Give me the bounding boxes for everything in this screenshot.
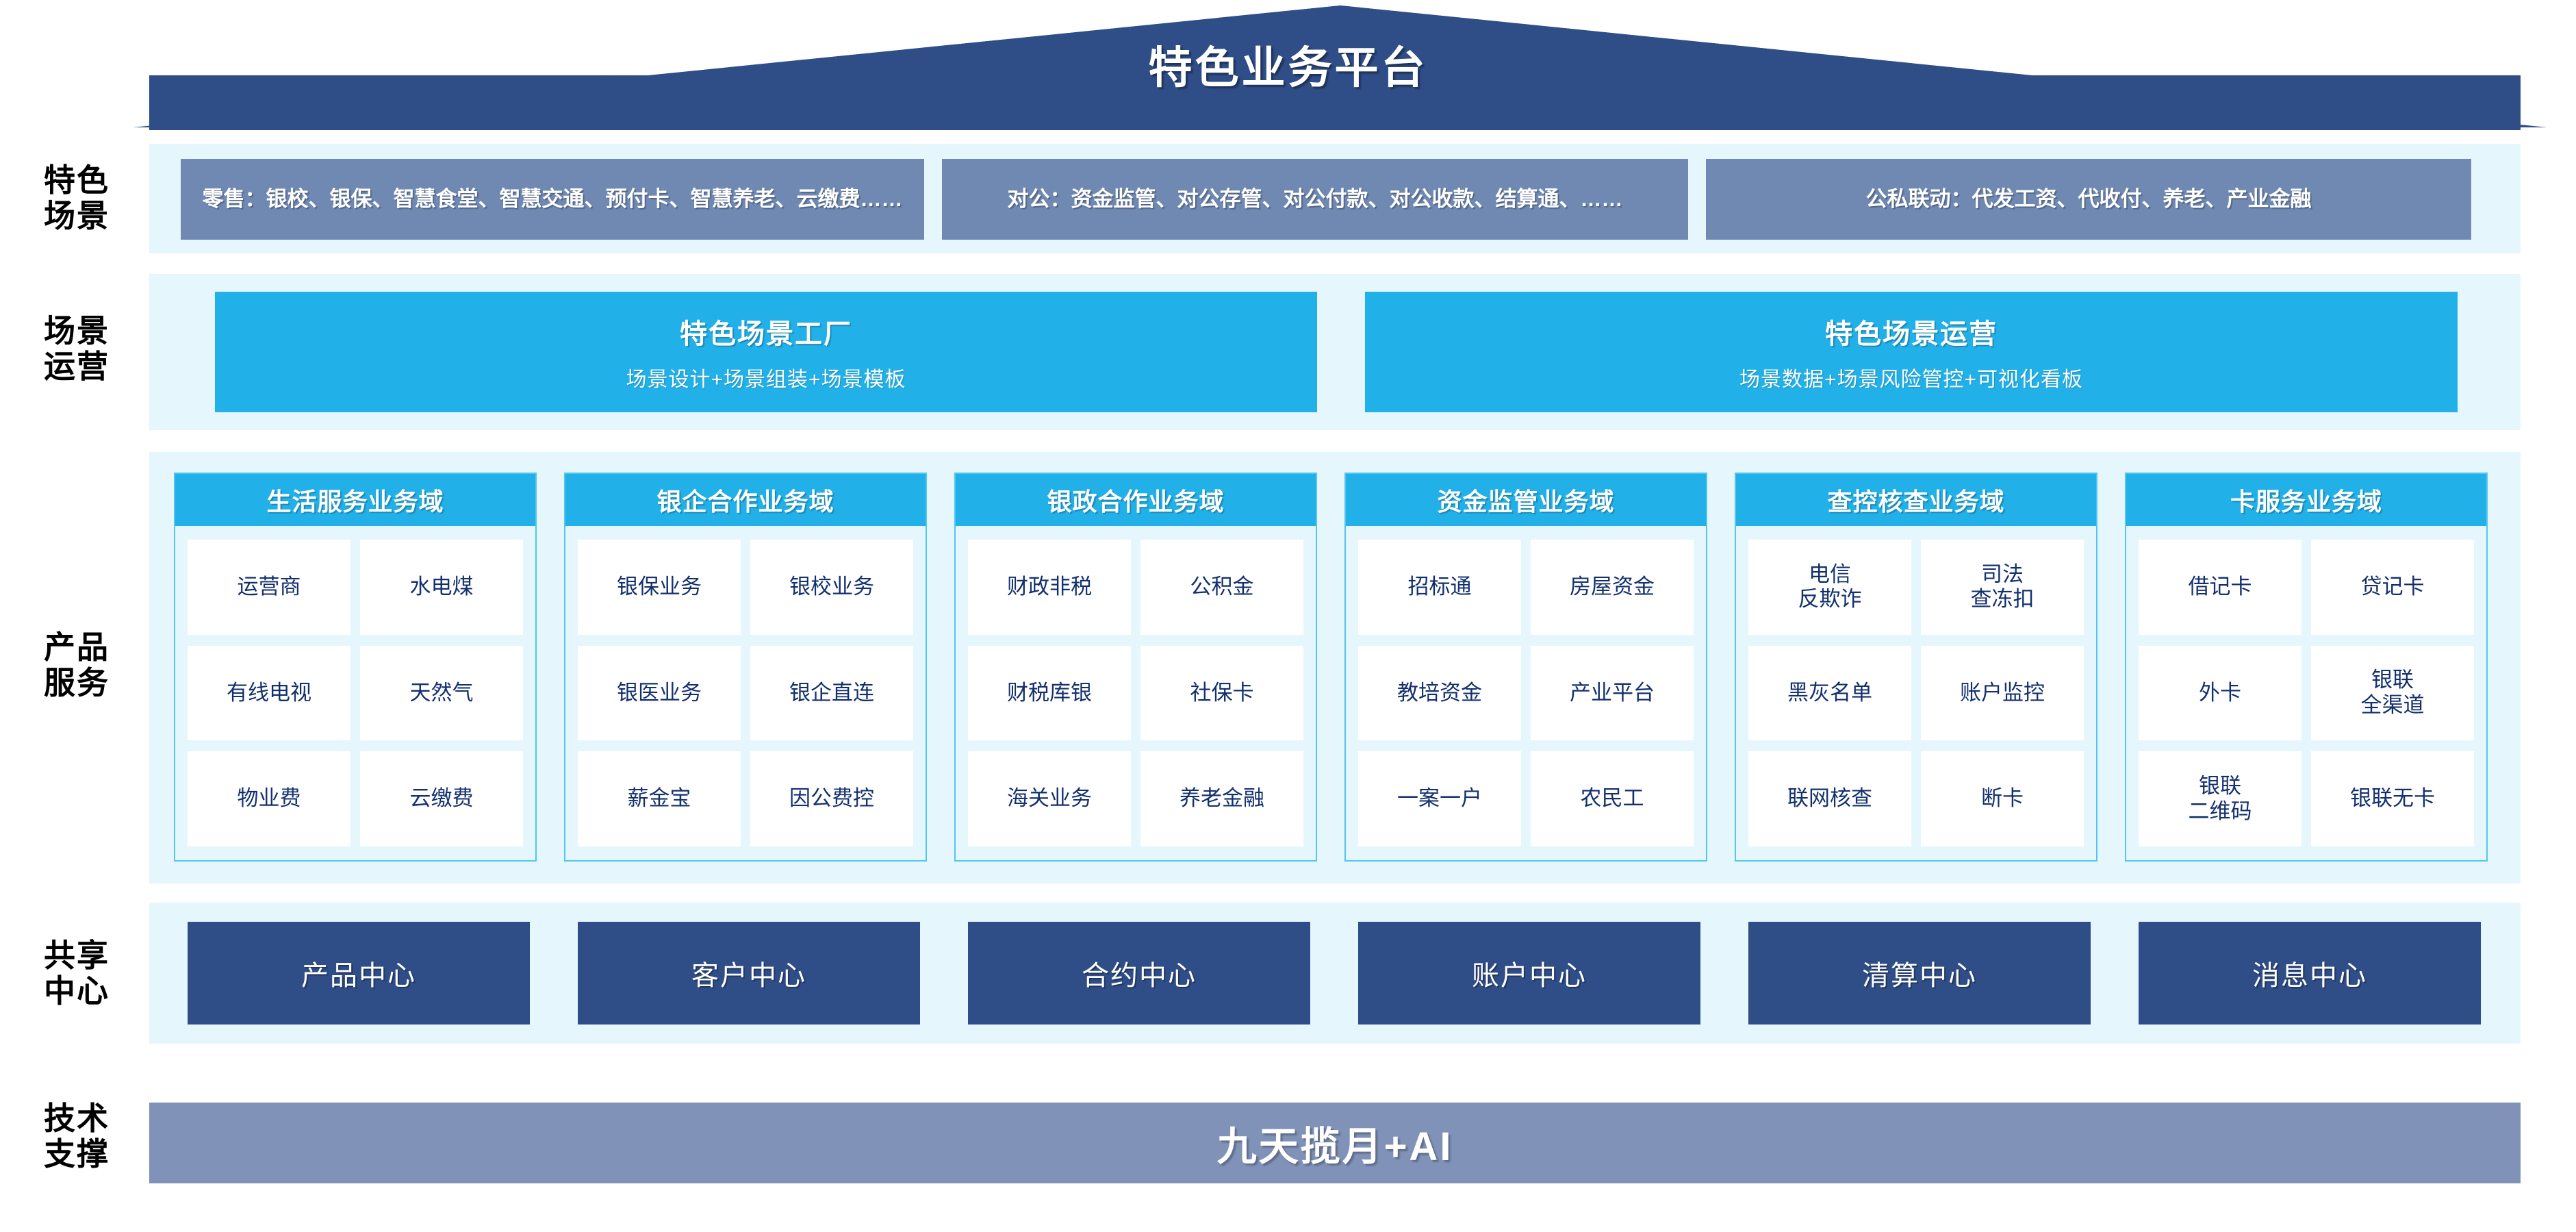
domain-header: 资金监管业务域 bbox=[1346, 474, 1706, 526]
domain-item-grid: 借记卡 贷记卡 外卡 银联 全渠道 银联 二维码 银联无卡 bbox=[2126, 526, 2486, 860]
domain-header: 生活服务业务域 bbox=[175, 474, 535, 526]
domain-item[interactable]: 教培资金 bbox=[1358, 645, 1521, 741]
domain-item[interactable]: 银医业务 bbox=[578, 645, 741, 741]
domain-item[interactable]: 公积金 bbox=[1140, 540, 1303, 635]
domain-header: 银政合作业务域 bbox=[956, 474, 1316, 526]
domain-item[interactable]: 云缴费 bbox=[360, 751, 523, 846]
domain-item[interactable]: 财税库银 bbox=[968, 645, 1131, 741]
scenario-band: 零售：银校、银保、智慧食堂、智慧交通、预付卡、智慧养老、云缴费…… 对公：资金监… bbox=[149, 144, 2521, 253]
domain-item[interactable]: 银校业务 bbox=[750, 540, 913, 635]
domain-item-grid: 电信 反欺诈 司法 查冻扣 黑灰名单 账户监控 联网核查 断卡 bbox=[1736, 526, 2096, 860]
roof-shape-icon bbox=[133, 5, 2547, 130]
ops-box-scene-factory[interactable]: 特色场景工厂 场景设计+场景组装+场景模板 bbox=[215, 292, 1317, 412]
ops-box-scene-operation[interactable]: 特色场景运营 场景数据+场景风险管控+可视化看板 bbox=[1365, 292, 2458, 412]
row-label-operation: 场景 运营 bbox=[44, 313, 110, 384]
domain-item[interactable]: 农民工 bbox=[1531, 751, 1694, 846]
shared-center-band: 产品中心 客户中心 合约中心 账户中心 清算中心 消息中心 bbox=[149, 903, 2521, 1044]
shared-center-settlement[interactable]: 清算中心 bbox=[1748, 922, 2091, 1024]
domain-item[interactable]: 借记卡 bbox=[2139, 540, 2301, 635]
domain-header: 查控核查业务域 bbox=[1736, 474, 2096, 526]
domain-item[interactable]: 产业平台 bbox=[1531, 645, 1694, 741]
domain-item[interactable]: 薪金宝 bbox=[578, 751, 741, 846]
domain-item[interactable]: 海关业务 bbox=[968, 751, 1131, 846]
domain-item[interactable]: 外卡 bbox=[2139, 645, 2301, 741]
shared-center-product[interactable]: 产品中心 bbox=[188, 922, 530, 1024]
domain-item-grid: 运营商 水电煤 有线电视 天然气 物业费 云缴费 bbox=[175, 526, 535, 860]
domain-item[interactable]: 贷记卡 bbox=[2311, 540, 2474, 635]
row-label-scenario: 特色 场景 bbox=[44, 162, 110, 234]
row-label-product: 产品 服务 bbox=[44, 629, 110, 701]
domain-item[interactable]: 司法 查冻扣 bbox=[1921, 540, 2084, 635]
row-label-tech: 技术 支撑 bbox=[44, 1101, 110, 1172]
domain-column-investigation-control[interactable]: 查控核查业务域 电信 反欺诈 司法 查冻扣 黑灰名单 账户监控 联网核查 断卡 bbox=[1735, 473, 2097, 862]
operation-band: 特色场景工厂 场景设计+场景组装+场景模板 特色场景运营 场景数据+场景风险管控… bbox=[149, 274, 2521, 430]
scenario-box-retail[interactable]: 零售：银校、银保、智慧食堂、智慧交通、预付卡、智慧养老、云缴费…… bbox=[181, 159, 924, 240]
domain-header: 卡服务业务域 bbox=[2126, 474, 2486, 526]
domain-item[interactable]: 天然气 bbox=[360, 645, 523, 741]
domain-item[interactable]: 物业费 bbox=[188, 751, 350, 846]
ops-subtitle: 场景设计+场景组装+场景模板 bbox=[626, 368, 906, 391]
domain-item[interactable]: 银企直连 bbox=[750, 645, 913, 741]
domain-item[interactable]: 运营商 bbox=[188, 540, 350, 635]
domain-item[interactable]: 银联无卡 bbox=[2311, 751, 2474, 846]
domain-item[interactable]: 因公费控 bbox=[750, 751, 913, 846]
ops-title: 特色场景工厂 bbox=[680, 319, 852, 349]
domain-item[interactable]: 有线电视 bbox=[188, 645, 350, 741]
shared-center-message[interactable]: 消息中心 bbox=[2139, 922, 2481, 1024]
domain-column-card-service[interactable]: 卡服务业务域 借记卡 贷记卡 外卡 银联 全渠道 银联 二维码 银联无卡 bbox=[2125, 473, 2488, 862]
page-title: 特色业务平台 bbox=[1148, 43, 1428, 92]
domain-item[interactable]: 联网核查 bbox=[1748, 751, 1911, 846]
scenario-box-corporate[interactable]: 对公：资金监管、对公存管、对公付款、对公收款、结算通、…… bbox=[942, 159, 1688, 240]
scenario-box-public-private[interactable]: 公私联动：代发工资、代收付、养老、产业金融 bbox=[1706, 159, 2471, 240]
domain-item-grid: 银保业务 银校业务 银医业务 银企直连 薪金宝 因公费控 bbox=[565, 526, 926, 860]
tech-support-bar[interactable]: 九天揽月+AI bbox=[149, 1103, 2521, 1183]
roof-banner: 特色业务平台 bbox=[0, 0, 2576, 137]
shared-center-contract[interactable]: 合约中心 bbox=[968, 922, 1310, 1024]
domain-item[interactable]: 账户监控 bbox=[1921, 645, 2084, 741]
domain-item[interactable]: 银保业务 bbox=[578, 540, 741, 635]
ops-title: 特色场景运营 bbox=[1825, 319, 1998, 349]
domain-column-fund-supervision[interactable]: 资金监管业务域 招标通 房屋资金 教培资金 产业平台 一案一户 农民工 bbox=[1344, 473, 1707, 862]
shared-center-customer[interactable]: 客户中心 bbox=[578, 922, 920, 1024]
domain-item[interactable]: 银联 全渠道 bbox=[2311, 645, 2474, 741]
product-service-band: 生活服务业务域 运营商 水电煤 有线电视 天然气 物业费 云缴费 银企合作业务域… bbox=[149, 452, 2521, 883]
shared-center-account[interactable]: 账户中心 bbox=[1358, 922, 1700, 1024]
domain-item[interactable]: 银联 二维码 bbox=[2139, 751, 2301, 846]
domain-item-grid: 财政非税 公积金 财税库银 社保卡 海关业务 养老金融 bbox=[956, 526, 1316, 860]
ops-subtitle: 场景数据+场景风险管控+可视化看板 bbox=[1739, 368, 2084, 391]
domain-header: 银企合作业务域 bbox=[565, 474, 926, 526]
domain-item[interactable]: 房屋资金 bbox=[1531, 540, 1694, 635]
domain-item[interactable]: 断卡 bbox=[1921, 751, 2084, 846]
domain-item[interactable]: 水电煤 bbox=[360, 540, 523, 635]
domain-column-bank-enterprise[interactable]: 银企合作业务域 银保业务 银校业务 银医业务 银企直连 薪金宝 因公费控 bbox=[564, 473, 927, 862]
domain-item[interactable]: 黑灰名单 bbox=[1748, 645, 1911, 741]
domain-item[interactable]: 电信 反欺诈 bbox=[1748, 540, 1911, 635]
domain-column-life-service[interactable]: 生活服务业务域 运营商 水电煤 有线电视 天然气 物业费 云缴费 bbox=[174, 473, 537, 862]
domain-item[interactable]: 招标通 bbox=[1358, 540, 1521, 635]
row-label-shared: 共享 中心 bbox=[44, 938, 110, 1009]
domain-item[interactable]: 一案一户 bbox=[1358, 751, 1521, 846]
domain-item[interactable]: 养老金融 bbox=[1140, 751, 1303, 846]
domain-column-bank-government[interactable]: 银政合作业务域 财政非税 公积金 财税库银 社保卡 海关业务 养老金融 bbox=[954, 473, 1317, 862]
domain-item[interactable]: 财政非税 bbox=[968, 540, 1131, 635]
domain-item[interactable]: 社保卡 bbox=[1140, 645, 1303, 741]
domain-item-grid: 招标通 房屋资金 教培资金 产业平台 一案一户 农民工 bbox=[1346, 526, 1706, 860]
